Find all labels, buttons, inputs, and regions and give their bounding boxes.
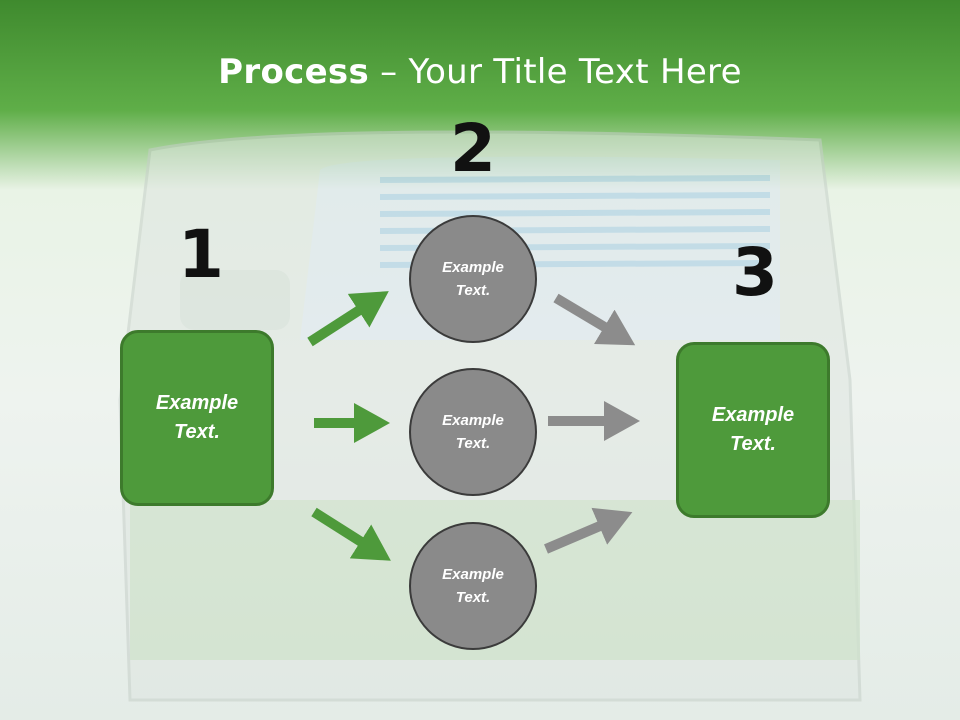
slide-title: Process – Your Title Text Here [0, 52, 960, 92]
step-1-text: Example Text. [155, 392, 239, 443]
step-number-3: 3 [732, 234, 778, 311]
node-circle-bottom: Example Text. [409, 522, 537, 650]
arrow-top-to-3 [553, 293, 636, 346]
step-3-box: Example Text. [676, 342, 830, 518]
step-number-2: 2 [450, 110, 496, 187]
node-bottom-text: Example Text. [442, 566, 504, 606]
arrow-1-to-bottom [311, 507, 391, 561]
title-bold-part: Process [218, 52, 370, 92]
node-circle-top: Example Text. [409, 215, 537, 343]
title-rest-part: – Your Title Text Here [369, 52, 742, 92]
node-circle-middle: Example Text. [409, 368, 537, 496]
step-number-1: 1 [178, 216, 224, 293]
arrow-1-to-top [307, 291, 389, 347]
step-1-box: Example Text. [120, 330, 274, 506]
arrow-bottom-to-3 [544, 507, 633, 554]
step-3-text: Example Text. [711, 404, 795, 455]
node-top-text: Example Text. [442, 259, 504, 299]
node-middle-text: Example Text. [442, 412, 504, 452]
